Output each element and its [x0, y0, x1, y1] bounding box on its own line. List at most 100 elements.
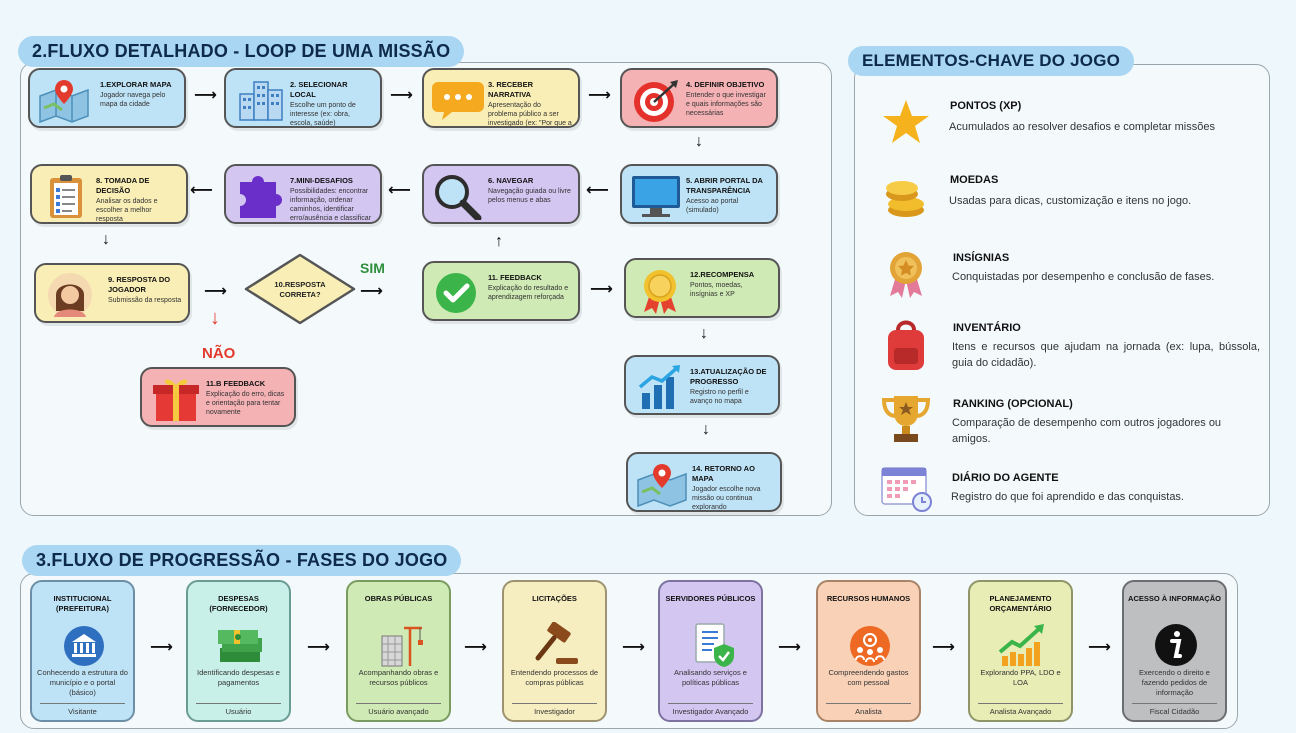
puzzle-icon [240, 176, 282, 218]
phase-desc: Analisando serviços e políticas públicas [674, 668, 747, 688]
decision-diamond[interactable] [244, 253, 356, 325]
avatar-icon [48, 273, 92, 317]
phase-licitacoes[interactable]: LICITAÇÕES Entendendo processos de compr… [502, 580, 607, 722]
step-desc: Analisar os dados e escolher a melhor re… [96, 197, 158, 223]
arrow-left: ⟵ [388, 182, 411, 199]
phase-title: RECURSOS HUMANOS [826, 594, 911, 603]
arrow-right: ⟶ [1088, 639, 1111, 656]
step-title: 13.ATUALIZAÇÃO DE PROGRESSO [690, 367, 767, 386]
key-item-title: INSÍGNIAS [953, 252, 1010, 264]
arrow-right: ⟶ [194, 87, 217, 104]
step-atualizacao-progresso[interactable]: 13.ATUALIZAÇÃO DE PROGRESSO Registro no p… [624, 355, 780, 415]
key-item-desc: Comparação de desempenho com outros joga… [952, 417, 1222, 445]
step-desc: Jogador navega pelo mapa da cidade [100, 91, 166, 108]
key-item-title: RANKING (OPCIONAL) [953, 398, 1073, 410]
key-item-title: MOEDAS [950, 174, 999, 186]
step-title: 2. SELECIONAR LOCAL [290, 80, 348, 99]
step-recompensa[interactable]: 12.RECOMPENSA Pontos, moedas, insígnias e… [624, 258, 780, 318]
phase-level: Analista [826, 703, 911, 720]
step-desc: Entender o que investigar e quais inform… [686, 91, 766, 117]
phase-obras[interactable]: OBRAS PÚBLICAS Acompanhando obras e recu… [346, 580, 451, 722]
phase-recursos-humanos[interactable]: RECURSOS HUMANOS Compreendendo gastos co… [816, 580, 921, 722]
step-title: 7.MINI-DESAFIOS [290, 176, 353, 185]
phase-institucional[interactable]: INSTITUCIONAL (PREFEITURA) Conhecendo a … [30, 580, 135, 722]
calendar-icon [881, 467, 932, 512]
section2-title: 2.FLUXO DETALHADO - LOOP DE UMA MISSÃO [18, 36, 465, 67]
phase-desc: Compreendendo gastos com pessoal [828, 668, 909, 688]
arrow-left: ⟵ [586, 182, 609, 199]
info-icon [1155, 624, 1197, 666]
step-title: 3. RECEBER NARRATIVA [488, 80, 534, 99]
city-hall-icon [64, 626, 104, 666]
key-item-title: PONTOS (XP) [950, 100, 1022, 112]
decision-label: 10.RESPOSTA CORRETA? [274, 280, 326, 299]
key-item-ranking: RANKING (OPCIONAL) Comparação de desempe… [870, 392, 1260, 458]
key-item-title: DIÁRIO DO AGENTE [952, 472, 1059, 484]
phase-title: OBRAS PÚBLICAS [364, 594, 433, 603]
phase-title: SERVIDORES PÚBLICOS [665, 594, 756, 603]
phase-title: INSTITUCIONAL (PREFEITURA) [53, 594, 112, 613]
arrow-up: ↑ [495, 233, 503, 250]
phase-servidores[interactable]: SERVIDORES PÚBLICOS Analisando serviços … [658, 580, 763, 722]
step-desc: Jogador escolhe nova missão ou continua … [692, 485, 761, 511]
key-item-insignias: INSÍGNIAS Conquistadas por desempenho e … [870, 248, 1260, 308]
step-title: 12.RECOMPENSA [690, 270, 755, 279]
step-explorar-mapa[interactable]: 1.EXPLORAR MAPA Jogador navega pelo mapa … [28, 68, 186, 128]
label-nao: NÃO [202, 345, 236, 362]
coins-icon [886, 181, 924, 217]
arrow-right: ⟶ [150, 639, 173, 656]
arrow-down: ↓ [702, 421, 710, 438]
buildings-icon [239, 81, 283, 121]
arrow-right: ⟶ [390, 87, 413, 104]
phase-planejamento[interactable]: PLANEJAMENTO ORÇAMENTÁRIO Explorando PPA… [968, 580, 1073, 722]
medal-icon [890, 252, 922, 298]
phase-desc: Conhecendo a estrutura do município e o … [37, 668, 128, 698]
key-item-desc: Conquistadas por desempenho e conclusão … [952, 271, 1215, 283]
step-retorno-mapa[interactable]: 14. RETORNO AO MAPA Jogador escolhe nova … [626, 452, 782, 512]
phase-level: Fiscal Cidadão [1132, 703, 1217, 720]
construction-icon [381, 626, 423, 667]
step-title: 14. RETORNO AO MAPA [692, 464, 755, 483]
step-desc: Acesso ao portal (simulado) [686, 197, 739, 214]
arrow-down: ↓ [102, 231, 110, 248]
phase-title: LICITAÇÕES [532, 594, 577, 603]
monitor-icon [632, 176, 680, 217]
step-desc: Navegação guiada ou livre pelos menus e … [488, 187, 571, 204]
step-desc: Submissão da resposta [108, 296, 182, 304]
phase-level: Visitante [40, 703, 125, 720]
key-item-inventario: INVENTÁRIO Itens e recursos que ajudam n… [870, 318, 1260, 384]
step-title: 11. FEEDBACK [488, 273, 542, 282]
arrow-left: ⟵ [190, 182, 213, 199]
phase-acesso-informacao[interactable]: ACESSO À INFORMAÇÃO Exercendo o direito … [1122, 580, 1227, 722]
phase-title: DESPESAS (FORNECEDOR) [209, 594, 268, 613]
arrow-right: ⟶ [204, 283, 227, 300]
clipboard-icon [50, 175, 82, 218]
phase-title: ACESSO À INFORMAÇÃO [1128, 594, 1221, 603]
speech-bubble-icon [432, 82, 484, 120]
arrow-right: ⟶ [590, 281, 613, 298]
arrow-right: ⟶ [622, 639, 645, 656]
arrow-right: ⟶ [932, 639, 955, 656]
key-item-moedas: MOEDAS Usadas para dicas, customização e… [870, 172, 1260, 232]
step-title: 1.EXPLORAR MAPA [100, 80, 172, 89]
key-item-desc: Itens e recursos que ajudam na jornada (… [952, 341, 1260, 369]
step-desc: Registro no perfil e avanço no mapa [690, 388, 749, 405]
phase-despesas[interactable]: DESPESAS (FORNECEDOR) Identificando desp… [186, 580, 291, 722]
step-title: 11.B FEEDBACK [206, 379, 266, 388]
phase-title: PLANEJAMENTO ORÇAMENTÁRIO [989, 594, 1052, 613]
step-desc: Pontos, moedas, insígnias e XP [690, 281, 743, 298]
arrow-right: ⟶ [778, 639, 801, 656]
arrow-down: ↓ [695, 133, 703, 150]
key-item-pontos: PONTOS (XP) Acumulados ao resolver desaf… [870, 98, 1260, 158]
phase-level: Usuário [196, 703, 281, 720]
